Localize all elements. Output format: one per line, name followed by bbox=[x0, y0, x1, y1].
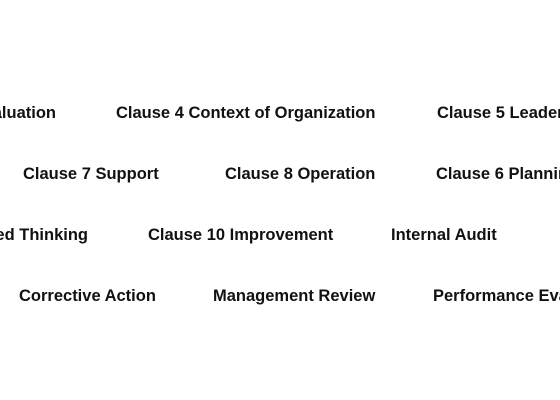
tag-item: Clause 10 Improvement bbox=[148, 226, 334, 244]
tag-row-4: Corrective Action Management Review Perf… bbox=[0, 284, 560, 308]
tag-item: Management Review bbox=[213, 287, 376, 305]
tag-item: Clause 8 Operation bbox=[225, 165, 376, 183]
tag-item: Clause 6 Planning bbox=[436, 165, 560, 183]
tag-item: Risk-Based Thinking bbox=[0, 226, 88, 244]
tag-item: Clause 5 Leadership bbox=[437, 104, 560, 122]
tag-item: Performance Evaluation bbox=[433, 287, 560, 305]
tag-row-3: Risk-Based Thinking Clause 10 Improvemen… bbox=[0, 223, 560, 247]
tag-row-2: Clause 7 Support Clause 8 Operation Clau… bbox=[0, 162, 560, 186]
tag-row-1: Performance Evaluation Clause 4 Context … bbox=[0, 101, 560, 125]
tag-item: Corrective Action bbox=[19, 287, 156, 305]
tag-item: Internal Audit bbox=[391, 226, 497, 244]
tag-item: Performance Evaluation bbox=[0, 104, 56, 122]
tag-item: Clause 4 Context of Organization bbox=[116, 104, 376, 122]
tag-item: Clause 7 Support bbox=[23, 165, 159, 183]
